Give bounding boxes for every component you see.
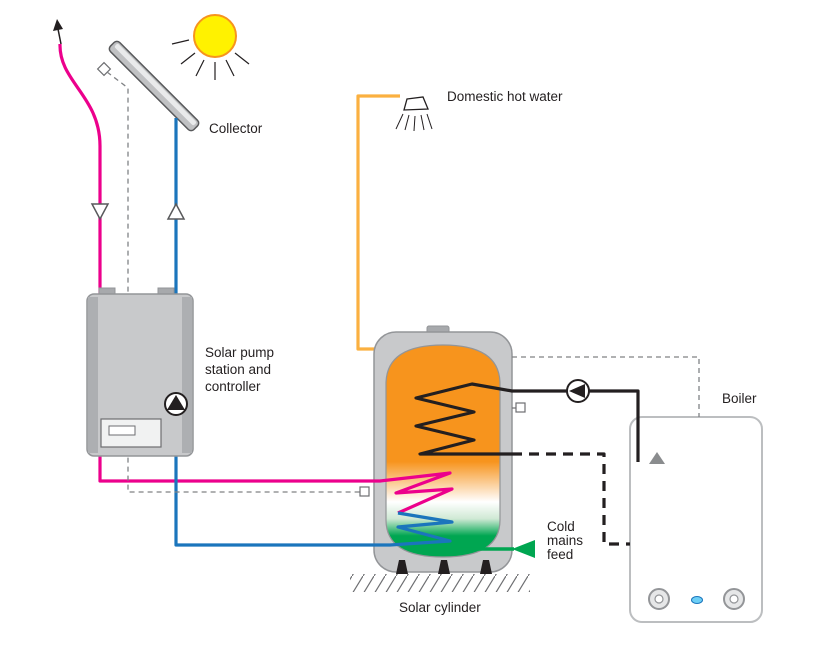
pump-circle-icon <box>566 379 590 403</box>
collector-sensor-wire <box>106 71 362 493</box>
boiler-casing <box>629 416 763 623</box>
pump-station-label-line1: Solar pump <box>205 345 274 360</box>
flow-arrow-icon <box>53 19 63 45</box>
boiler-logo-icon <box>649 452 665 464</box>
check-valve-up-icon <box>166 202 186 220</box>
tank-supports <box>396 560 492 574</box>
cold-feed-arrow-icon <box>512 540 535 558</box>
boiler-controls <box>648 588 745 610</box>
sun-icon <box>171 14 250 80</box>
station-casing <box>86 293 194 457</box>
tank-sensor-left-icon <box>359 486 370 497</box>
controller-display-readout <box>108 425 136 436</box>
solar-pump-station <box>86 287 194 457</box>
station-side-strip-right <box>182 297 192 453</box>
hot-water-pipe <box>356 94 400 351</box>
boiler-indicator-light <box>691 596 703 604</box>
solar-flow-pipe <box>58 43 454 515</box>
cold-mains-label-line1: Cold <box>547 519 575 534</box>
check-valve-down-icon <box>90 203 110 221</box>
pump-station-label-line3: controller <box>205 379 261 394</box>
solar-cylinder-label: Solar cylinder <box>399 600 481 615</box>
shower-spray-icon <box>395 96 433 132</box>
collector-panel <box>96 40 200 132</box>
collector-label: Collector <box>209 121 263 136</box>
boiler-unit <box>629 416 763 623</box>
solar-return-pipe <box>174 118 454 547</box>
cold-mains-label-line2: mains <box>547 533 583 548</box>
tank-sensor-right-icon <box>512 402 526 413</box>
boiler-return-pipe-dashed <box>512 452 630 546</box>
station-side-strip-left <box>88 297 98 453</box>
ground-hatching <box>350 574 530 592</box>
station-pump-icon <box>164 392 188 416</box>
boiler-label: Boiler <box>722 391 757 406</box>
domestic-hot-water-label: Domestic hot water <box>447 89 563 104</box>
cold-mains-label-line3: feed <box>547 547 573 562</box>
pump-station-label-line2: station and <box>205 362 271 377</box>
cold-mains-feed-pipe <box>458 540 535 558</box>
boiler-control-wire <box>512 356 700 417</box>
